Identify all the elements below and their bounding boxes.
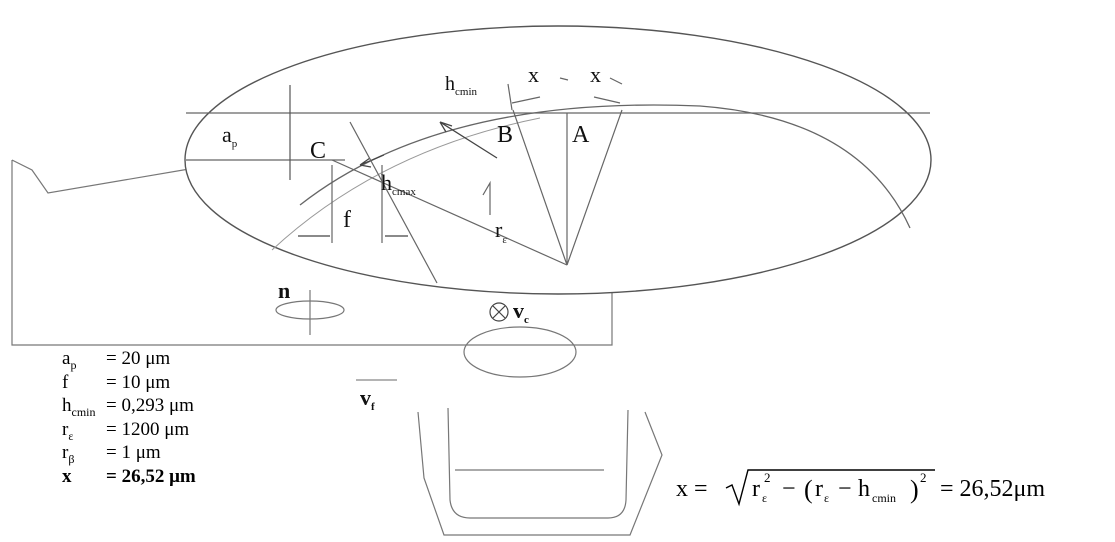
formula-eps: ε — [762, 491, 767, 505]
param-sub: p — [70, 358, 77, 372]
formula-sq: 2 — [764, 470, 771, 485]
param-row: f = 10 μm — [62, 372, 196, 396]
formula-eps2: ε — [824, 491, 829, 505]
label-x-left: x — [528, 62, 539, 87]
label-h-cmax: hcmax — [381, 170, 416, 198]
magnified-view — [184, 25, 932, 295]
param-value: = 10 μm — [106, 371, 171, 393]
param-value: = 1 μm — [106, 442, 161, 463]
param-row: rε = 1200 μm — [62, 419, 196, 443]
label-x-right: x — [590, 62, 601, 87]
formula-result: = 26,52μm — [940, 476, 1045, 502]
label-point-c: C — [310, 138, 326, 164]
param-sub: cmin — [71, 405, 96, 419]
param-name: r — [62, 418, 69, 440]
param-sub: β — [68, 452, 75, 466]
spindle-ellipse — [463, 326, 577, 378]
param-row: hcmin = 0,293 μm — [62, 395, 196, 419]
formula-h: h — [858, 476, 870, 502]
param-value: = 26,52 μm — [106, 465, 196, 487]
formula-paren-close: ) — [910, 475, 919, 504]
formula-minus: − — [782, 476, 796, 502]
label-point-b: B — [497, 122, 513, 148]
label-f: f — [343, 207, 351, 233]
param-row: x = 26,52 μm — [62, 466, 196, 490]
formula: x = r ε 2 − ( r ε − h cmin ) 2 = 26,52μm — [676, 458, 1106, 518]
sqrt-sign — [725, 469, 935, 507]
formula-h-sub: cmin — [872, 491, 896, 505]
param-name: f — [62, 371, 69, 393]
label-v-c: vc — [513, 298, 529, 326]
param-value: = 20 μm — [106, 348, 171, 369]
label-r-eps: rε — [495, 217, 507, 246]
tool-outline — [11, 159, 663, 536]
label-v-f: vf — [360, 385, 375, 413]
label-point-a: A — [572, 122, 590, 148]
formula-r2: r — [815, 476, 823, 502]
param-row: rβ = 1 μm — [62, 442, 196, 466]
label-h-cmin: hcmin — [445, 73, 477, 98]
formula-svg: x = r ε 2 − ( r ε − h cmin ) 2 = 26,52μm — [676, 469, 1045, 507]
label-n: n — [278, 278, 290, 303]
formula-paren-open: ( — [804, 475, 813, 504]
formula-sq2: 2 — [920, 470, 927, 485]
label-a-p: ap — [222, 122, 238, 150]
formula-minus2: − — [838, 476, 852, 502]
param-value: = 1200 μm — [106, 418, 190, 440]
parameter-list: ap = 20 μm f = 10 μm hcmin = 0,293 μm rε… — [62, 348, 202, 489]
param-sub: ε — [68, 428, 74, 443]
param-row: ap = 20 μm — [62, 348, 196, 372]
param-name: r — [62, 442, 69, 463]
rotation-marker — [275, 290, 345, 335]
formula-r: r — [752, 476, 760, 502]
vc-symbol — [489, 302, 509, 322]
param-name: x — [62, 465, 72, 487]
param-name: h — [62, 395, 72, 416]
param-name: a — [62, 348, 71, 369]
formula-lhs: x = — [676, 476, 708, 502]
param-value: = 0,293 μm — [106, 395, 194, 416]
